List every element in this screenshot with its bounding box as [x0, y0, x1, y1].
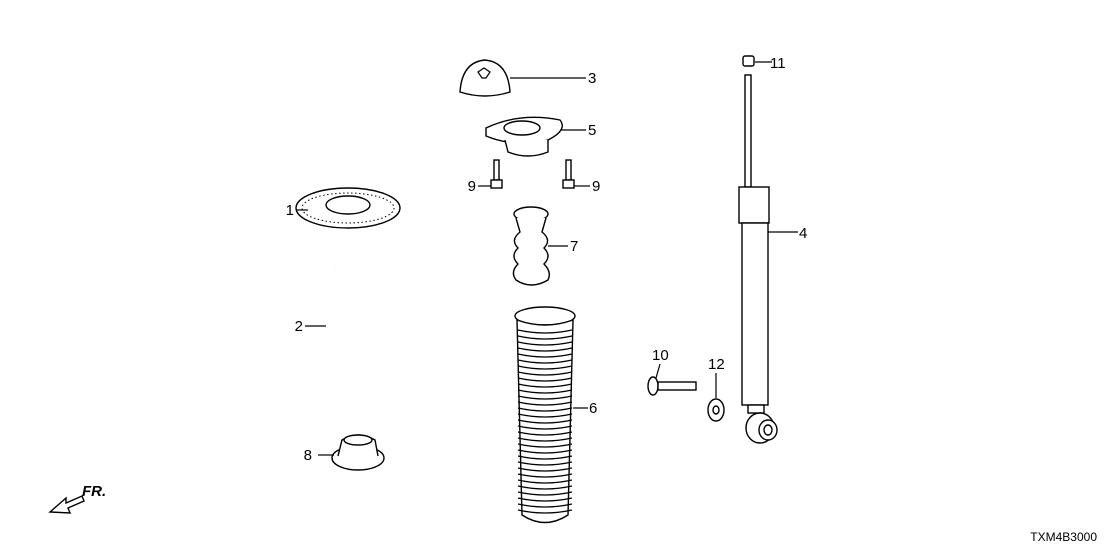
callout-5: 5	[588, 122, 596, 139]
boot-rib	[517, 413, 573, 418]
boot-rib	[517, 431, 573, 436]
part-3-mount-cap[interactable]	[459, 59, 586, 97]
boot-rib	[517, 479, 573, 484]
boot-rib	[517, 329, 573, 334]
part-2-coil-spring[interactable]	[305, 260, 404, 404]
part-6-dust-boot[interactable]	[514, 306, 588, 524]
boot-rib	[517, 503, 573, 508]
part-8-lower-seat[interactable]	[318, 434, 385, 471]
callout-10: 10	[652, 347, 669, 364]
boot-rib	[517, 437, 573, 442]
boot-rib	[517, 461, 573, 466]
callout-12: 12	[708, 356, 725, 373]
callout-8: 8	[304, 447, 312, 464]
part-10-bolt[interactable]	[647, 363, 697, 396]
boot-rib	[517, 449, 573, 454]
boot-rib	[517, 509, 573, 514]
part-9-bolt-right[interactable]	[562, 159, 590, 189]
diagram-code: TXM4B3000	[1030, 530, 1097, 544]
boot-rib	[517, 383, 573, 388]
callout-3: 3	[588, 70, 596, 87]
part-1-upper-seat[interactable]	[295, 187, 401, 229]
callout-9-left: 9	[468, 178, 476, 195]
boot-rib	[517, 473, 573, 478]
callout-1: 1	[286, 202, 294, 219]
boot-rib	[517, 485, 573, 490]
callout-11: 11	[770, 55, 786, 72]
part-9-bolt-left[interactable]	[478, 159, 503, 189]
boot-rib	[517, 365, 573, 370]
boot-rib	[517, 377, 573, 382]
part-7-bump-stop[interactable]	[512, 206, 568, 286]
boot-rib	[517, 425, 573, 430]
front-indicator-label: FR.	[82, 483, 106, 500]
boot-rib	[517, 341, 573, 346]
part-11-nut[interactable]	[742, 55, 772, 67]
boot-rib	[517, 335, 573, 340]
boot-rib	[517, 491, 573, 496]
part-4-shock-absorber[interactable]	[738, 74, 798, 444]
callout-6: 6	[589, 400, 597, 417]
boot-rib	[517, 455, 573, 460]
boot-rib	[517, 407, 573, 412]
boot-rib	[517, 401, 573, 406]
front-direction-arrow-icon	[48, 495, 85, 514]
boot-rib	[517, 419, 573, 424]
boot-rib	[517, 395, 573, 400]
boot-rib	[517, 443, 573, 448]
callout-9-right: 9	[592, 178, 600, 195]
boot-rib	[517, 353, 573, 358]
boot-rib	[517, 389, 573, 394]
boot-rib	[517, 347, 573, 352]
callout-7: 7	[570, 238, 578, 255]
boot-rib	[517, 497, 573, 502]
part-12-washer[interactable]	[707, 373, 725, 422]
part-5-upper-mount[interactable]	[485, 116, 586, 157]
boot-rib	[517, 371, 573, 376]
callout-4: 4	[799, 225, 807, 242]
boot-rib	[517, 359, 573, 364]
callout-2: 2	[295, 318, 303, 335]
boot-rib	[517, 467, 573, 472]
